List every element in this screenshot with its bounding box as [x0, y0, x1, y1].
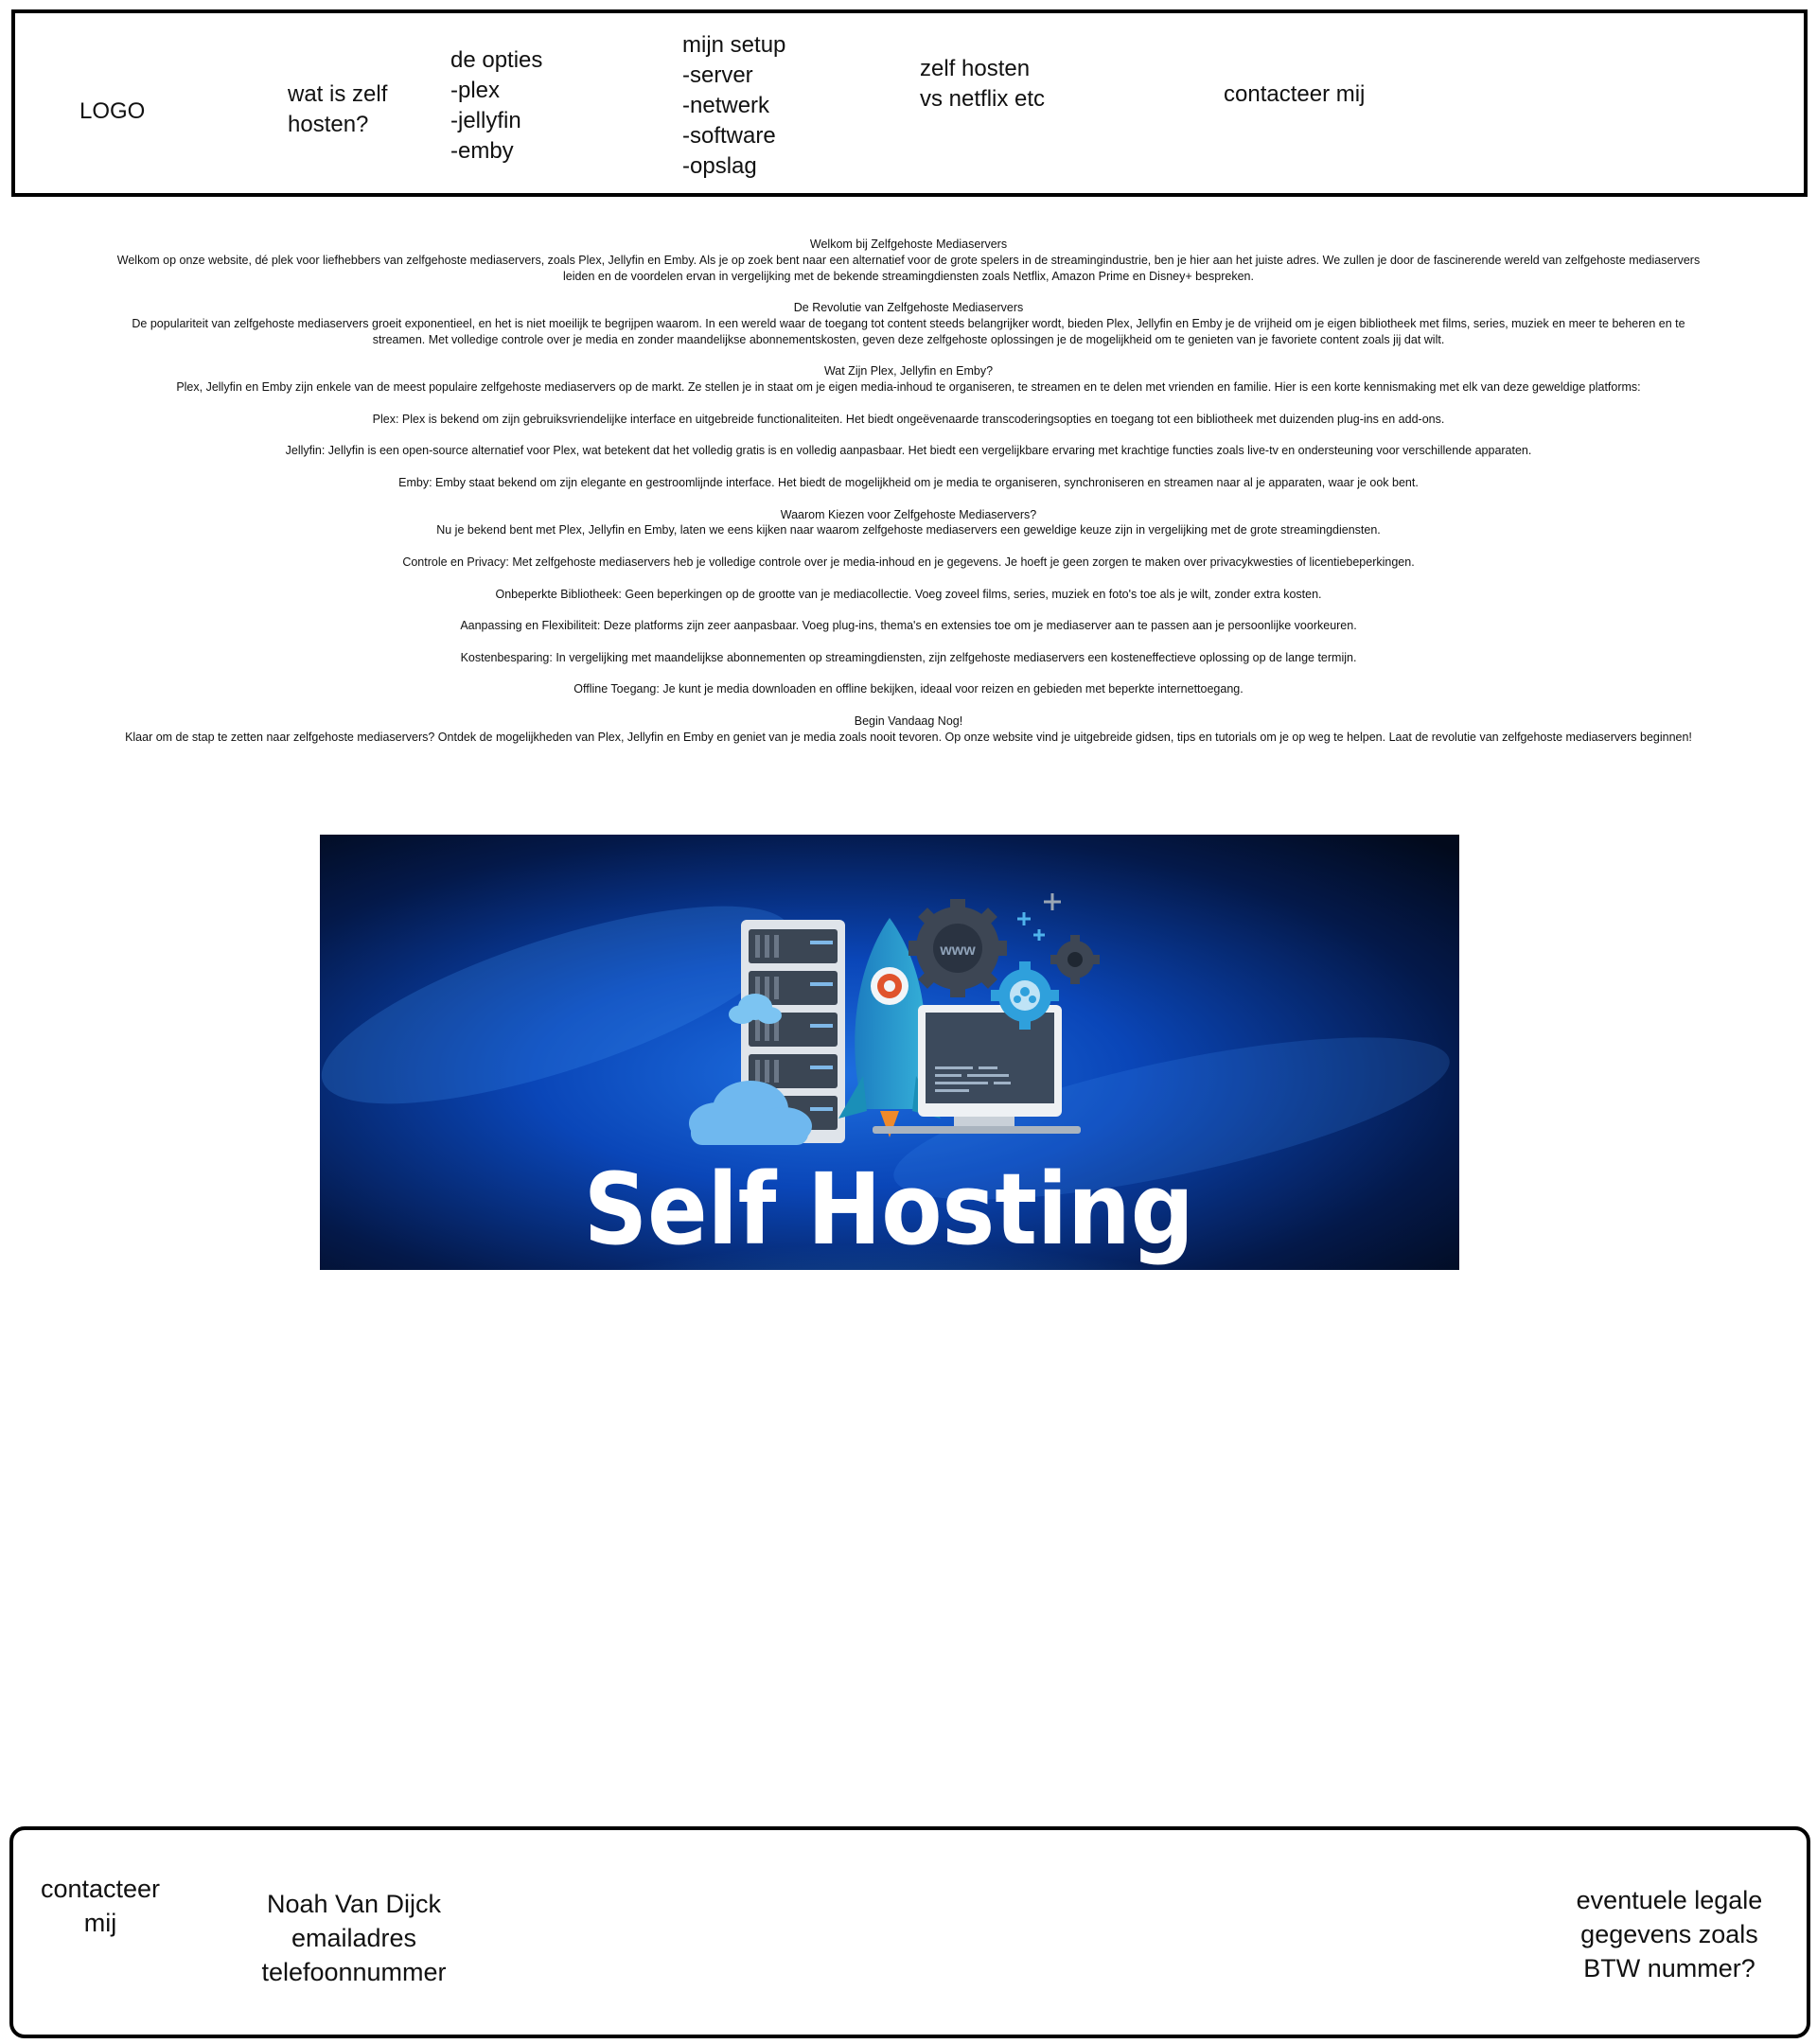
logo[interactable]: LOGO [79, 98, 146, 124]
hero-caption: Self Hosting [584, 1153, 1194, 1267]
small-cloud-icon [729, 994, 782, 1024]
article-heading: Begin Vandaag Nog! [854, 714, 963, 728]
footer-contact-link[interactable]: contacteer mij [40, 1875, 161, 1937]
self-hosting-illustration: www Self Hosting [320, 835, 1459, 1270]
article-paragraph: Offline Toegang: Je kunt je media downlo… [114, 681, 1703, 697]
article-text: Plex, Jellyfin en Emby zijn enkele van d… [176, 380, 1641, 395]
sparkle-icon [1017, 912, 1045, 941]
article-text: Emby: Emby staat bekend om zijn elegante… [398, 475, 1419, 489]
article-text: Aanpassing en Flexibiliteit: Deze platfo… [460, 619, 1357, 633]
article-text: Offline Toegang: Je kunt je media downlo… [573, 682, 1244, 696]
footer-contact-details: Noah Van Dijck emailadres telefoonnummer [261, 1890, 447, 1986]
monitor-icon [873, 1005, 1081, 1134]
www-gear-icon: www [908, 899, 1007, 997]
article-text: Jellyfin: Jellyfin is een open-source al… [285, 444, 1532, 458]
article-paragraph: Waarom Kiezen voor Zelfgehoste Mediaserv… [114, 507, 1703, 539]
site-header: LOGO wat is zelf hosten? de opties -plex… [11, 9, 1808, 197]
cloud-icon [689, 1081, 812, 1145]
article-paragraph: Aanpassing en Flexibiliteit: Deze platfo… [114, 618, 1703, 634]
article-paragraph: Plex: Plex is bekend om zijn gebruiksvri… [114, 412, 1703, 428]
www-label: www [939, 943, 976, 959]
rocket-icon [838, 918, 941, 1137]
article-text: Kostenbesparing: In vergelijking met maa… [460, 650, 1357, 664]
article-text: Nu je bekend bent met Plex, Jellyfin en … [436, 523, 1381, 537]
article-text: Plex: Plex is bekend om zijn gebruiksvri… [372, 412, 1445, 426]
small-gear-icon [1050, 935, 1100, 984]
nav-item-mijn-setup[interactable]: mijn setup -server -netwerk -software -o… [682, 32, 786, 179]
nav-item-de-opties[interactable]: de opties -plex -jellyfin -emby [450, 47, 543, 164]
hero-image: www Self Hosting [320, 835, 1459, 1270]
article-paragraph: Begin Vandaag Nog! Klaar om de stap te ze… [114, 714, 1703, 746]
article-text: Controle en Privacy: Met zelfgehoste med… [402, 555, 1415, 569]
article-paragraph: Wat Zijn Plex, Jellyfin en Emby?Plex, Je… [114, 363, 1703, 396]
article-text: De populariteit van zelfgehoste mediaser… [132, 316, 1685, 346]
nav-item-contacteer-mij[interactable]: contacteer mij [1224, 81, 1366, 107]
article-heading: Wat Zijn Plex, Jellyfin en Emby? [823, 364, 994, 379]
article-heading: Welkom bij Zelfgehoste Mediaservers [809, 238, 1008, 251]
article-text: Onbeperkte Bibliotheek: Geen beperkingen… [495, 587, 1322, 601]
article-text: Klaar om de stap te zetten naar zelfgeho… [125, 730, 1692, 744]
user-gear-icon [991, 961, 1059, 1030]
article-heading: De Revolutie van Zelfgehoste Mediaserver… [793, 301, 1024, 315]
article-paragraph: Onbeperkte Bibliotheek: Geen beperkingen… [114, 587, 1703, 603]
nav-item-wat-is-zelf-hosten[interactable]: wat is zelf hosten? [288, 81, 388, 137]
article-paragraph: Controle en Privacy: Met zelfgehoste med… [114, 555, 1703, 571]
article-text: Welkom op onze website, dé plek voor lie… [116, 253, 1701, 283]
article-paragraph: De Revolutie van Zelfgehoste Mediaserver… [114, 300, 1703, 347]
nav-item-zelf-hosten-vs-netflix[interactable]: zelf hosten vs netflix etc [920, 56, 1046, 112]
article-paragraph: Emby: Emby staat bekend om zijn elegante… [114, 475, 1703, 491]
article-paragraph: Kostenbesparing: In vergelijking met maa… [114, 650, 1703, 666]
footer-legal-info: eventuele legale gegevens zoals BTW numm… [1576, 1886, 1763, 1982]
plus-icon [1044, 893, 1061, 910]
article-paragraph: Jellyfin: Jellyfin is een open-source al… [114, 443, 1703, 459]
site-footer: contacteer mij Noah Van Dijck emailadres… [9, 1826, 1810, 2038]
article-heading: Waarom Kiezen voor Zelfgehoste Mediaserv… [780, 507, 1037, 521]
